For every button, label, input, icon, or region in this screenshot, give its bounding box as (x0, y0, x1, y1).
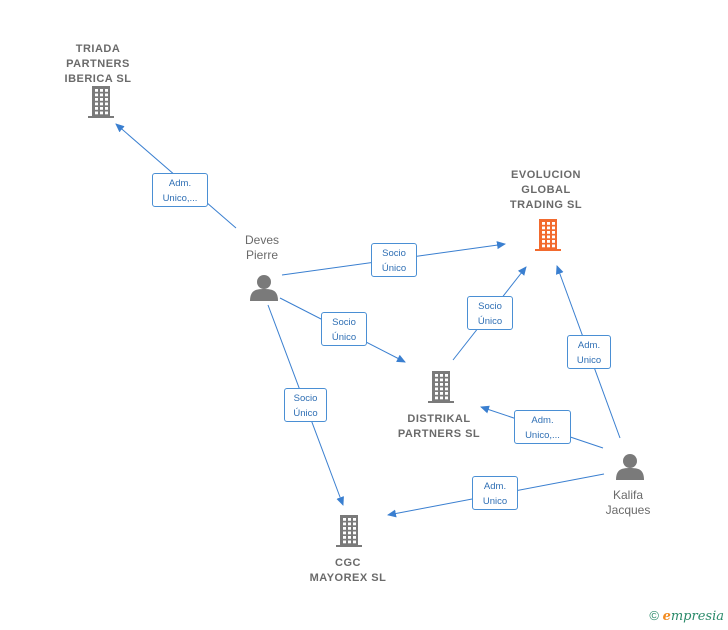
person-icon-deves[interactable] (250, 275, 278, 301)
node-label-deves[interactable]: Deves Pierre (244, 233, 279, 262)
node-label-triada[interactable]: TRIADA PARTNERS IBERICA SL (64, 43, 132, 85)
edge-label-deves-to-distrikal[interactable]: Socio Único (321, 312, 367, 346)
building-icon-cgc[interactable] (336, 515, 362, 547)
brand-name: empresia (662, 609, 724, 624)
edge-label-kalifa-to-distrikal[interactable]: Adm. Unico,... (514, 410, 571, 444)
edge-label-deves-to-triada[interactable]: Adm. Unico,... (152, 173, 208, 207)
edge-label-distrikal-to-evolucion[interactable]: Socio Único (467, 296, 513, 330)
building-icon-distrikal[interactable] (428, 371, 454, 403)
node-label-kalifa[interactable]: Kalifa Jacques (605, 488, 651, 517)
building-icon-evolucion[interactable] (535, 219, 561, 251)
empresia-logo[interactable]: © empresia (649, 608, 724, 624)
node-label-distrikal[interactable]: DISTRIKAL PARTNERS SL (397, 413, 481, 440)
edge-label-kalifa-to-cgc[interactable]: Adm. Unico (472, 476, 518, 510)
edge-label-deves-to-evolucion[interactable]: Socio Único (371, 243, 417, 277)
edge-label-kalifa-to-evolucion[interactable]: Adm. Unico (567, 335, 611, 369)
edge-label-deves-to-cgc[interactable]: Socio Único (284, 388, 327, 422)
node-label-cgc[interactable]: CGC MAYOREX SL (309, 557, 387, 584)
node-label-evolucion[interactable]: EVOLUCION GLOBAL TRADING SL (509, 169, 583, 211)
copyright-icon: © (649, 608, 659, 623)
building-icon-triada[interactable] (88, 86, 114, 118)
person-icon-kalifa[interactable] (616, 454, 644, 480)
